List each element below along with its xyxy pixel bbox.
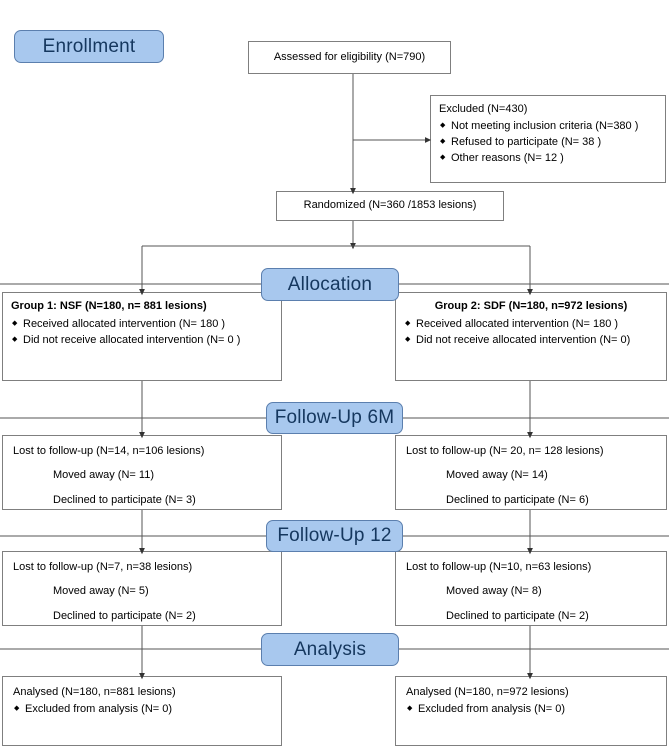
stage-label-followup-6m: Follow-Up 6M [266, 402, 403, 434]
list-item: Not meeting inclusion criteria (N=380 ) [439, 119, 657, 135]
box-excluded: Excluded (N=430) Not meeting inclusion c… [430, 95, 666, 183]
fu12-group2-declined: Declined to participate (N= 2) [446, 609, 589, 622]
group2-header: Group 2: SDF (N=180, n=972 lesions) [434, 300, 628, 312]
box-assessed-for-eligibility: Assessed for eligibility (N=790) [248, 41, 451, 74]
list-item: Excluded from analysis (N= 0) [406, 702, 656, 718]
fu12-group1-moved: Moved away (N= 5) [53, 585, 149, 598]
group1-item-list: Received allocated intervention (N= 180 … [11, 317, 273, 349]
fu6m-group1-moved: Moved away (N= 11) [53, 469, 154, 482]
box-followup6m-group2: Lost to follow-up (N= 20, n= 128 lesions… [395, 435, 667, 510]
group1-header: Group 1: NSF (N=180, n= 881 lesions) [11, 300, 207, 312]
excluded-header: Excluded (N=430) [439, 103, 528, 115]
fu12-group2-moved: Moved away (N= 8) [446, 585, 542, 598]
assessed-text: Assessed for eligibility (N=790) [273, 50, 426, 63]
analysis-group2-item-list: Excluded from analysis (N= 0) [406, 702, 656, 718]
fu6m-group2-declined: Declined to participate (N= 6) [446, 493, 589, 506]
excluded-reason-list: Not meeting inclusion criteria (N=380 ) … [439, 119, 657, 167]
fu6m-group2-lost: Lost to follow-up (N= 20, n= 128 lesions… [406, 445, 604, 457]
fu6m-group1-lost: Lost to follow-up (N=14, n=106 lesions) [13, 445, 205, 457]
list-item: Did not receive allocated intervention (… [404, 333, 658, 349]
analysis-group1-item-list: Excluded from analysis (N= 0) [13, 702, 271, 718]
stage-label-enrollment: Enrollment [14, 30, 164, 63]
box-analysis-group1: Analysed (N=180, n=881 lesions) Excluded… [2, 676, 282, 746]
box-allocation-group2: Group 2: SDF (N=180, n=972 lesions) Rece… [395, 292, 667, 381]
stage-label-followup-12: Follow-Up 12 [266, 520, 403, 552]
box-analysis-group2: Analysed (N=180, n=972 lesions) Excluded… [395, 676, 667, 746]
list-item: Did not receive allocated intervention (… [11, 333, 273, 349]
box-allocation-group1: Group 1: NSF (N=180, n= 881 lesions) Rec… [2, 292, 282, 381]
stage-label-allocation: Allocation [261, 268, 399, 301]
box-followup12-group2: Lost to follow-up (N=10, n=63 lesions) M… [395, 551, 667, 626]
randomized-text: Randomized (N=360 /1853 lesions) [303, 199, 477, 212]
analysis-group1-analysed: Analysed (N=180, n=881 lesions) [13, 686, 176, 698]
box-followup12-group1: Lost to follow-up (N=7, n=38 lesions) Mo… [2, 551, 282, 626]
box-randomized: Randomized (N=360 /1853 lesions) [276, 191, 504, 221]
list-item: Received allocated intervention (N= 180 … [404, 317, 658, 333]
fu6m-group2-moved: Moved away (N= 14) [446, 469, 548, 482]
list-item: Excluded from analysis (N= 0) [13, 702, 271, 718]
list-item: Refused to participate (N= 38 ) [439, 135, 657, 151]
fu12-group1-lost: Lost to follow-up (N=7, n=38 lesions) [13, 561, 193, 573]
list-item: Received allocated intervention (N= 180 … [11, 317, 273, 333]
analysis-group2-analysed: Analysed (N=180, n=972 lesions) [406, 686, 569, 698]
group2-item-list: Received allocated intervention (N= 180 … [404, 317, 658, 349]
list-item: Other reasons (N= 12 ) [439, 151, 657, 167]
fu6m-group1-declined: Declined to participate (N= 3) [53, 493, 196, 506]
fu12-group2-lost: Lost to follow-up (N=10, n=63 lesions) [406, 561, 592, 573]
box-followup6m-group1: Lost to follow-up (N=14, n=106 lesions) … [2, 435, 282, 510]
stage-label-analysis: Analysis [261, 633, 399, 666]
fu12-group1-declined: Declined to participate (N= 2) [53, 609, 196, 622]
